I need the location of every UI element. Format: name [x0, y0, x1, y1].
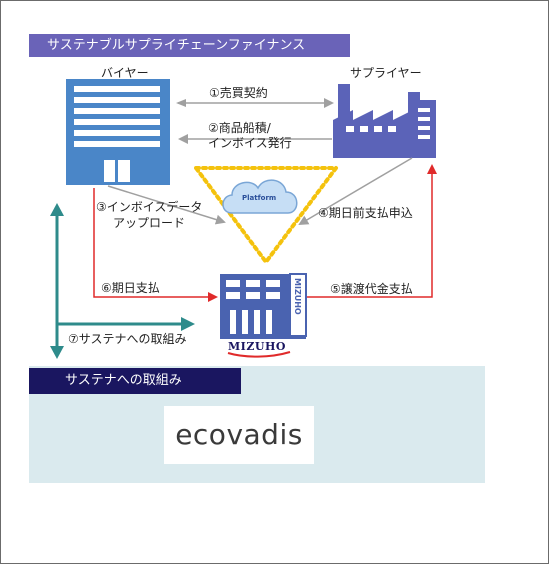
bank-building-icon	[220, 273, 307, 339]
flow-1-label: ①売買契約	[209, 86, 268, 100]
flow-5-arrow	[298, 164, 437, 298]
flow-3-label-line2: アップロード	[113, 216, 186, 230]
flow-3-label-line1: ③インボイスデータ	[96, 200, 203, 214]
flow-2-label-line2: インボイス発行	[208, 136, 292, 150]
ecovadis-logo-text: ecovadis	[175, 418, 303, 451]
supplier-label: サプライヤー	[350, 66, 422, 80]
mizuho-swoosh	[227, 351, 291, 358]
flow-2-label-line1: ②商品船積/	[208, 121, 271, 135]
flow-4-label: ④期日前支払申込	[318, 206, 413, 220]
bank-vertical-logo-text: MIZUHO	[293, 278, 302, 315]
frame-top-border	[0, 0, 548, 1]
sustainability-title-banner: サステナへの取組み	[29, 368, 241, 394]
flow-7-arrowhead-right	[181, 317, 195, 331]
platform-label: Platform	[242, 194, 276, 202]
supplier-factory-icon	[333, 84, 436, 158]
buyer-label: バイヤー	[101, 66, 149, 80]
flow-6-arrow	[93, 188, 218, 302]
platform-triangle	[192, 166, 340, 266]
frame-left-border	[0, 0, 1, 564]
flow-4-arrow	[298, 157, 413, 226]
bank-logo-text: MIZUHO	[228, 340, 286, 353]
diagram-title-banner: サステナブルサプライチェーンファイナンス	[29, 34, 350, 57]
platform-cloud-icon	[222, 179, 298, 214]
flow-6-label: ⑥期日支払	[101, 281, 160, 295]
flow-5-label: ⑤譲渡代金支払	[330, 282, 413, 296]
flow-1-arrowhead-left	[176, 99, 186, 107]
flow-3-arrow	[107, 185, 226, 225]
ecovadis-logo: ecovadis	[164, 406, 314, 464]
flow-7-arrowhead-up	[50, 203, 64, 216]
flow-7-label: ⑦サステナへの取組み	[68, 332, 187, 346]
buyer-building-icon	[66, 79, 170, 185]
flow-7-arrowhead-down	[50, 346, 64, 359]
